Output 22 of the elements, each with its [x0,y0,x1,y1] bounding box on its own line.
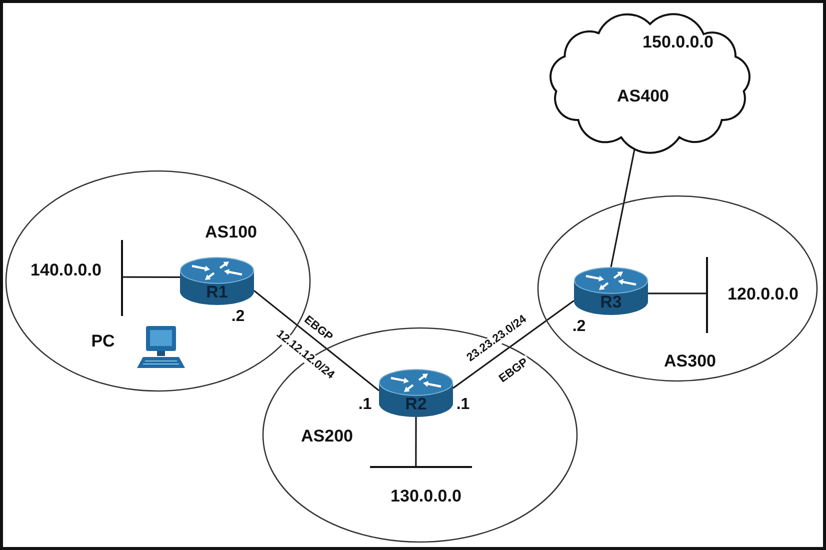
router-name: R1 [206,284,228,302]
network-address: 130.0.0.0 [390,488,462,506]
link-line [610,148,636,268]
router [180,257,254,305]
network-address: 150.0.0.0 [642,34,714,52]
as-number: AS100 [205,224,257,242]
link-line [122,276,180,278]
router-name: R3 [600,294,622,312]
router-name: R2 [405,396,427,414]
as-number: AS400 [617,88,669,106]
router [574,267,648,315]
device-name: PC [91,332,115,352]
as-region [537,195,818,382]
link-line [648,292,707,294]
as-number: AS200 [301,428,353,446]
link-line [415,417,417,467]
network-address: 120.0.0.0 [728,286,798,304]
network-address: 140.0.0.0 [30,262,102,280]
router [379,369,453,417]
link-line [452,300,574,389]
link-line [254,290,380,392]
as-number: AS300 [664,352,716,372]
